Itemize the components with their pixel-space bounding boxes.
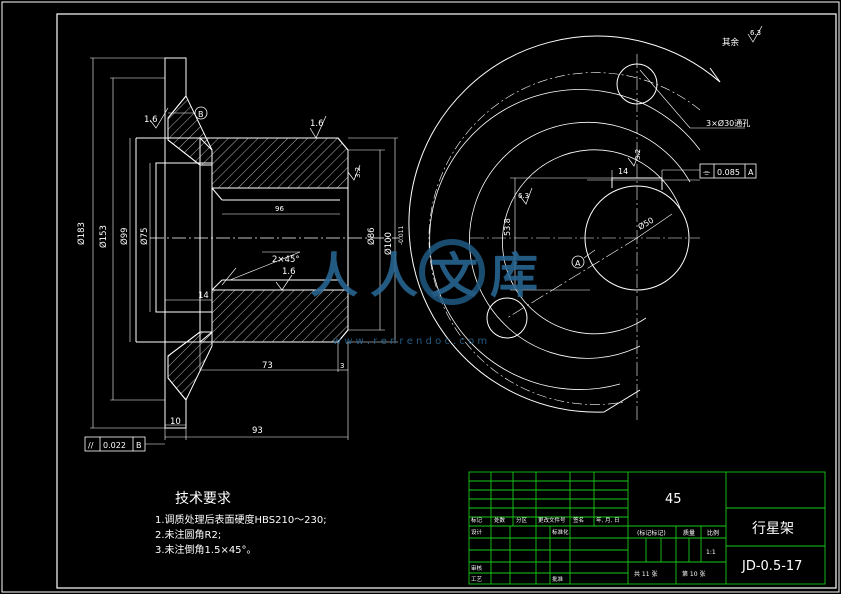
- tech-req-1: 1.调质处理后表面硬度HBS210～230;: [155, 513, 327, 526]
- scale-label: 比例: [707, 529, 719, 537]
- rough-1.6-flange: 1.6: [144, 115, 158, 125]
- material: 45: [665, 492, 682, 507]
- dim-d100-tolerance: -0.011: [398, 225, 405, 245]
- rough-6.3: 6.3: [518, 192, 529, 200]
- recess-outline: [155, 162, 213, 313]
- tech-req-2: 2.未注圆角R2;: [155, 528, 221, 541]
- dim-len14: 14: [198, 291, 209, 301]
- dim-d183: Ø183: [76, 222, 87, 245]
- rough-1.6-hub: 1.6: [310, 119, 324, 129]
- dim-len3: 3: [340, 362, 344, 370]
- outer-contour: [408, 35, 721, 413]
- hatch-hub-top: [198, 137, 349, 189]
- keyway-depth: 53.8: [503, 218, 512, 236]
- dim-len96: 96: [275, 205, 284, 213]
- roughness-symbol: [347, 164, 361, 181]
- holes-note: 3×Ø30通孔: [706, 118, 750, 128]
- watermark-text: 人人文库: [310, 248, 550, 304]
- circle-86: [502, 149, 681, 335]
- roughness-symbol: [627, 149, 641, 167]
- dim-d99: Ø99: [119, 227, 130, 245]
- flatness-datum: B: [136, 441, 142, 450]
- tb-biaozhunhua: 标准化: [552, 528, 569, 536]
- rough-3.2-keyway: 3.2: [634, 149, 642, 160]
- circle-153: [429, 89, 701, 390]
- dim-d100: Ø100: [383, 232, 394, 255]
- dim-len93: 93: [252, 426, 263, 436]
- sheet-number: 第 10 张: [682, 570, 705, 578]
- symmetry-datum: A: [748, 168, 754, 177]
- dim-d153: Ø153: [98, 225, 109, 248]
- tb-qianming: 签名: [573, 516, 584, 524]
- keyway-width: 14: [618, 167, 628, 176]
- end-view: [408, 25, 763, 420]
- tb-shenhe: 审核: [471, 564, 483, 572]
- tb-pizhun: 批准: [552, 575, 564, 583]
- roughness-symbol: [275, 274, 293, 291]
- tb-gengai: 更改文件号: [538, 516, 566, 524]
- tech-requirements: 技术要求 1.调质处理后表面硬度HBS210～230; 2.未注圆角R2; 3.…: [155, 491, 327, 556]
- marking-note: (标记标记): [637, 529, 666, 537]
- tb-biaoji: 标记: [471, 516, 483, 524]
- datum-a-circle: [571, 255, 585, 269]
- roughness-symbol: [519, 187, 533, 205]
- hatch-upper-web: [167, 95, 213, 166]
- dim-len73: 73: [262, 361, 273, 371]
- symmetry-symbol: ⌯: [703, 168, 711, 178]
- watermark-logo-icon: [419, 239, 485, 305]
- roughness-symbol: [309, 115, 327, 139]
- drawing-number: JD-0.5-17: [741, 559, 802, 574]
- dim-d86: Ø86: [366, 227, 377, 245]
- pitch-circle: [428, 72, 701, 405]
- datum-a-label: A: [575, 259, 581, 268]
- weight-label: 质量: [683, 529, 695, 537]
- tb-sheji: 设计: [471, 528, 483, 536]
- rough-3.2: 3.2: [354, 167, 362, 178]
- roughness-symbol: [747, 25, 763, 43]
- dim-d75: Ø75: [139, 227, 150, 245]
- flatness-value: 0.022: [103, 441, 126, 450]
- watermark-url: w w w . r e n r e n d o c . c o m: [333, 336, 487, 347]
- tech-req-title: 技术要求: [175, 491, 231, 507]
- symmetry-frame: [699, 163, 757, 179]
- rough-1.6-bore: 1.6: [282, 267, 296, 277]
- flatness-symbol: //: [88, 441, 94, 450]
- tb-chushu: 处数: [494, 516, 506, 524]
- scale-value: 1:1: [706, 549, 716, 556]
- dim-len10: 10: [170, 417, 181, 427]
- symmetry-value: 0.085: [717, 168, 740, 177]
- datum-b-circle: [194, 106, 208, 120]
- tech-req-3: 3.未注倒角1.5×45°。: [155, 543, 257, 556]
- roughness-symbol: [149, 107, 169, 129]
- tb-fenqu: 分区: [516, 516, 528, 524]
- other-surfaces-label: 其余: [722, 37, 740, 48]
- datum-b-label: B: [198, 110, 204, 119]
- other-roughness: 6.3: [750, 29, 761, 37]
- bore-dia: Ø50: [636, 215, 655, 232]
- dim-chamfer: 2×45°: [272, 255, 300, 265]
- drawing-frame: [56, 13, 837, 589]
- part-name: 行星架: [752, 521, 794, 537]
- tb-gongyi: 工艺: [471, 576, 483, 583]
- title-block: [468, 471, 826, 585]
- hole-left: [486, 297, 528, 339]
- tb-riqi: 年, 月, 日: [596, 516, 620, 524]
- watermark: 人人文库 w w w . r e n r e n d o c . c o m: [310, 239, 550, 347]
- circle-99: [469, 121, 691, 359]
- section-view: [84, 57, 400, 452]
- sheet-total: 共 11 张: [634, 570, 657, 578]
